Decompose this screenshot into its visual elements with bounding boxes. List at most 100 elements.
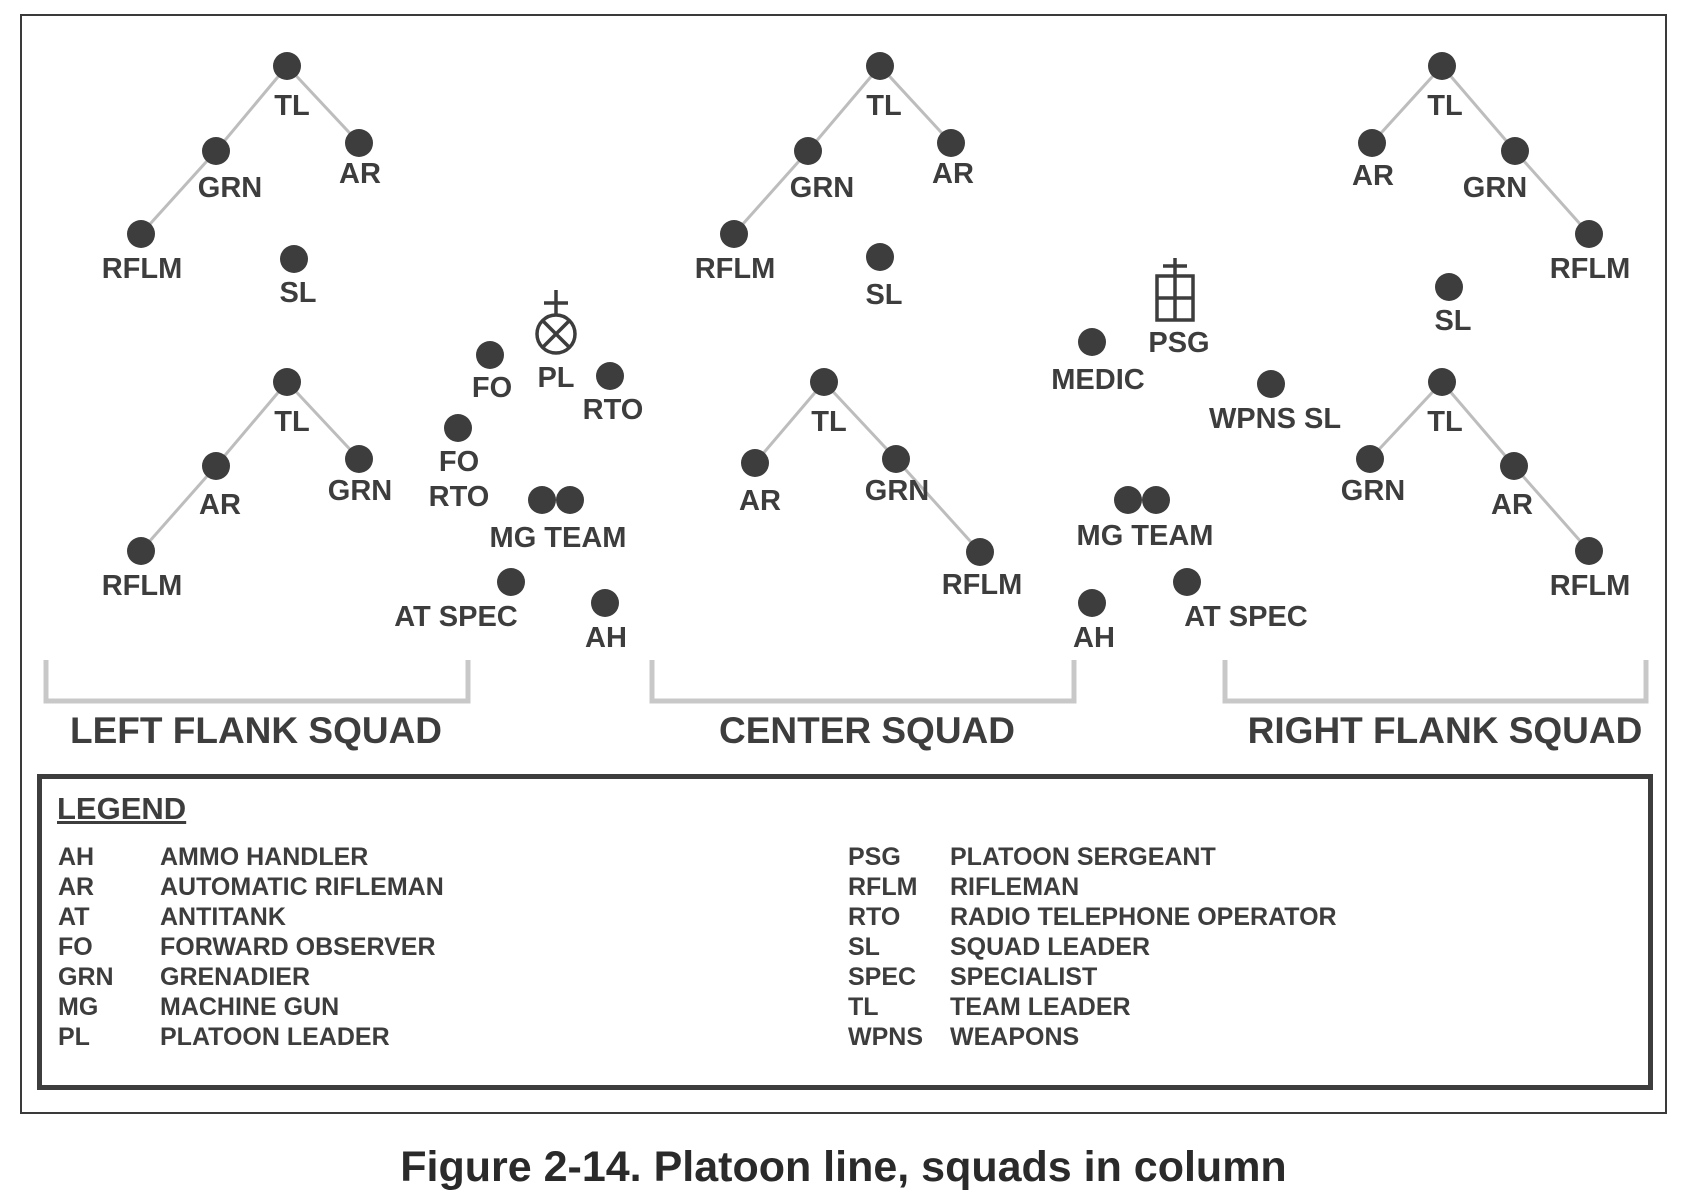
legend-row: MG MACHINE GUN xyxy=(58,993,444,1023)
soldier-dot-fo-rto xyxy=(444,414,472,442)
soldier-dot-ar xyxy=(1500,452,1528,480)
platoon-sergeant-icon xyxy=(1155,258,1195,322)
label-tl: TL xyxy=(1427,90,1462,122)
left-hq-element: PL FO RTO FO RTO MG TEAM AT SPEC AH xyxy=(394,290,643,654)
label-tl: TL xyxy=(274,90,309,122)
label-tl: TL xyxy=(1427,406,1462,438)
soldier-dot-ah xyxy=(1078,589,1106,617)
squad-label-center: CENTER SQUAD xyxy=(719,710,1015,751)
legend-title: LEGEND xyxy=(57,791,187,826)
formation-line xyxy=(1440,65,1517,152)
soldier-dot-grn xyxy=(1501,137,1529,165)
label-rflm: RFLM xyxy=(1550,253,1631,285)
platoon-leader-icon xyxy=(535,290,577,355)
label-ar: AR xyxy=(932,158,974,190)
label-rto-2: RTO xyxy=(429,481,490,513)
legend-row: GRN GRENADIER xyxy=(58,963,444,993)
legend-row: PSG PLATOON SERGEANT xyxy=(848,843,1337,873)
formation-line xyxy=(139,465,218,552)
label-sl: SL xyxy=(1434,305,1471,337)
legend-abbr: AR xyxy=(58,873,95,901)
soldier-dot-grn xyxy=(345,445,373,473)
soldier-dot-rflm xyxy=(1575,220,1603,248)
formation-line xyxy=(806,65,882,152)
figure-caption: Figure 2-14. Platoon line, squads in col… xyxy=(400,1143,1287,1191)
legend-meaning: GRENADIER xyxy=(160,963,311,991)
legend-abbr: AT xyxy=(58,903,90,931)
center-squad: TL GRN RFLM AR SL TL AR GRN RFLM xyxy=(695,52,1022,601)
legend-meaning: RADIO TELEPHONE OPERATOR xyxy=(950,903,1337,931)
label-tl: TL xyxy=(274,406,309,438)
label-ar: AR xyxy=(739,485,781,517)
bracket-center xyxy=(649,660,1077,704)
label-grn: GRN xyxy=(1341,475,1405,507)
soldier-dot-wpns-sl xyxy=(1257,370,1285,398)
legend-meaning: PLATOON LEADER xyxy=(160,1023,390,1051)
formation-line xyxy=(878,64,953,145)
legend-abbr: SPEC xyxy=(848,963,917,991)
label-at-spec: AT SPEC xyxy=(1184,601,1308,633)
soldier-dot-ar xyxy=(345,129,373,157)
label-ar: AR xyxy=(1491,489,1533,521)
label-fo: FO xyxy=(472,372,512,404)
label-pl: PL xyxy=(537,362,574,394)
legend-meaning: PLATOON SERGEANT xyxy=(950,843,1216,871)
soldier-dot-rto xyxy=(596,362,624,390)
legend-row: PL PLATOON LEADER xyxy=(58,1023,444,1053)
squad-label-right-flank: RIGHT FLANK SQUAD xyxy=(1248,710,1643,751)
label-tl: TL xyxy=(811,406,846,438)
legend-abbr: MG xyxy=(58,993,99,1021)
soldier-dot-tl xyxy=(273,368,301,396)
bracket-left-flank xyxy=(43,660,471,704)
legend-row: AT ANTITANK xyxy=(58,903,444,933)
legend-abbr: PSG xyxy=(848,843,901,871)
soldier-dot-grn xyxy=(202,137,230,165)
label-medic: MEDIC xyxy=(1051,364,1145,396)
soldier-dot-fo xyxy=(476,341,504,369)
label-rflm: RFLM xyxy=(1550,570,1631,602)
legend-meaning: SQUAD LEADER xyxy=(950,933,1151,961)
soldier-dot-mg-assistant xyxy=(1142,486,1170,514)
label-tl: TL xyxy=(866,90,901,122)
label-ar: AR xyxy=(1352,160,1394,192)
formation-line xyxy=(214,65,289,152)
label-rflm: RFLM xyxy=(695,253,776,285)
label-grn: GRN xyxy=(1463,172,1527,204)
soldier-dot-tl xyxy=(273,52,301,80)
left-flank-squad: TL GRN RFLM AR SL TL AR RFLM GRN xyxy=(102,52,392,602)
soldier-dot-mg-gunner xyxy=(528,486,556,514)
legend-abbr: PL xyxy=(58,1023,90,1051)
legend-abbr: WPNS xyxy=(848,1023,923,1051)
label-psg: PSG xyxy=(1148,327,1209,359)
legend-meaning: MACHINE GUN xyxy=(160,993,340,1021)
formation-line xyxy=(1440,381,1516,467)
label-grn: GRN xyxy=(790,172,854,204)
label-sl: SL xyxy=(865,279,902,311)
squad-brackets xyxy=(43,660,1649,704)
formation-line xyxy=(732,150,810,235)
right-flank-squad: TL AR GRN RFLM SL TL GRN AR RFLM xyxy=(1341,52,1630,602)
soldier-dot-rflm xyxy=(127,220,155,248)
soldier-dot-ah xyxy=(591,589,619,617)
legend-abbr: SL xyxy=(848,933,880,961)
soldier-dot-ar xyxy=(202,452,230,480)
soldier-dot-grn xyxy=(794,137,822,165)
soldier-dot-ar xyxy=(937,129,965,157)
formation-line xyxy=(1368,380,1444,461)
squad-label-left-flank: LEFT FLANK SQUAD xyxy=(70,710,442,751)
soldier-dot-grn xyxy=(1356,445,1384,473)
legend-meaning: RIFLEMAN xyxy=(950,873,1080,901)
soldier-dot-tl xyxy=(1428,52,1456,80)
legend-abbr: GRN xyxy=(58,963,114,991)
legend-meaning: ANTITANK xyxy=(160,903,286,931)
label-ar: AR xyxy=(339,158,381,190)
label-rto: RTO xyxy=(583,394,644,426)
soldier-dot-sl xyxy=(1435,273,1463,301)
